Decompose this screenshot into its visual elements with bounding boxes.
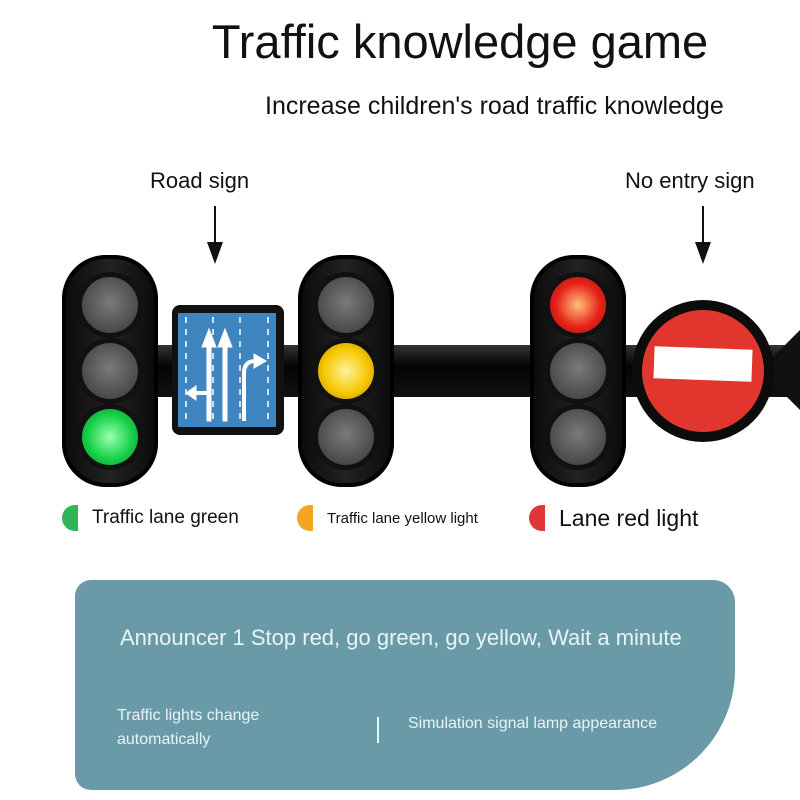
green-dot-icon: [62, 505, 78, 531]
page-subtitle: Increase children's road traffic knowled…: [265, 92, 724, 120]
legend-label: Traffic lane yellow light: [327, 509, 478, 527]
lamp-off: [82, 343, 138, 399]
no-entry-arrowhead-icon: [695, 242, 711, 264]
panel-headline: Announcer 1 Stop red, go green, go yello…: [120, 625, 682, 650]
legend-label: Traffic lane green: [92, 507, 239, 528]
traffic-light-red: [530, 255, 626, 487]
road-sign-callout: Road sign: [150, 168, 250, 193]
lamp-red-on: [550, 277, 606, 333]
legend-green: Traffic lane green: [62, 500, 239, 536]
road-sign-arrowhead-icon: [207, 242, 223, 264]
feature-auto-change: Traffic lights change automatically: [117, 707, 260, 748]
red-dot-icon: [529, 505, 545, 531]
lane-direction-sign: [172, 305, 284, 435]
lamp-off: [318, 277, 374, 333]
traffic-light-yellow: [298, 255, 394, 487]
lamp-off: [318, 409, 374, 465]
no-entry-sign: [632, 300, 774, 442]
lane-sign-face: [178, 313, 276, 427]
lamp-off: [550, 343, 606, 399]
lamp-green-on: [82, 409, 138, 465]
no-entry-callout: No entry sign: [625, 168, 755, 193]
legend-label: Lane red light: [559, 504, 699, 531]
no-entry-arrow-icon: [702, 206, 704, 244]
lane-arrows-icon: [185, 317, 269, 423]
info-panel: Announcer 1 Stop red, go green, go yello…: [75, 580, 735, 790]
panel-divider: [377, 717, 379, 743]
yellow-dot-icon: [297, 505, 313, 531]
legend-red: Lane red light: [529, 500, 698, 536]
traffic-light-green: [62, 255, 158, 487]
no-entry-bar: [653, 346, 753, 382]
road-sign-arrow-icon: [214, 206, 216, 244]
feature-appearance: Simulation signal lamp appearance: [408, 715, 658, 732]
lamp-off: [82, 277, 138, 333]
lamp-off: [550, 409, 606, 465]
legend-yellow: Traffic lane yellow light: [297, 500, 478, 536]
page-title: Traffic knowledge game: [211, 15, 709, 68]
lamp-yellow-on: [318, 343, 374, 399]
